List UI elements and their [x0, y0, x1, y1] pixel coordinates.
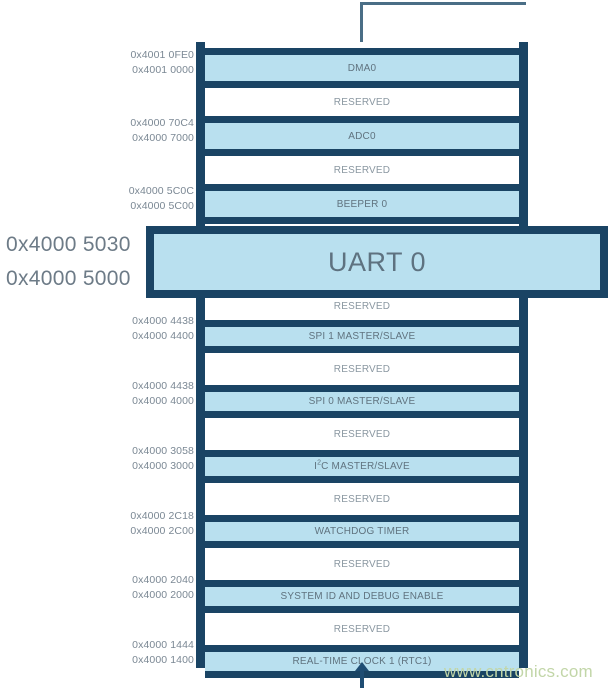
address-high: 0x4001 0FE0: [130, 49, 194, 61]
uart-callout-label: UART 0: [327, 246, 427, 277]
address-low: 0x4000 4000: [132, 395, 194, 407]
address-label-beeper0: 0x4000 5C0C 0x4000 5C00: [84, 184, 194, 214]
address-low: 0x4000 3000: [132, 460, 194, 472]
connector-horizontal-segment: [360, 2, 526, 5]
memory-row[interactable]: I2C MASTER/SLAVE: [205, 450, 519, 483]
memory-row-label: SPI 0 MASTER/SLAVE: [308, 396, 416, 407]
top-connector-line: [360, 2, 526, 44]
address-high: 0x4000 70C4: [130, 117, 194, 129]
address-label-system-id: 0x4000 2040 0x4000 2000: [84, 573, 194, 603]
memory-row[interactable]: WATCHDOG TIMER: [205, 515, 519, 548]
address-label-adc0: 0x4000 70C4 0x4000 7000: [84, 116, 194, 146]
memory-row[interactable]: RESERVED: [205, 613, 519, 645]
memory-row-label: SYSTEM ID AND DEBUG ENABLE: [280, 591, 444, 602]
address-label-rtc1: 0x4000 1444 0x4000 1400: [84, 638, 194, 668]
uart-callout-block[interactable]: UART 0: [146, 226, 608, 298]
address-label-watchdog: 0x4000 2C18 0x4000 2C00: [84, 509, 194, 539]
memory-row[interactable]: RESERVED: [205, 418, 519, 450]
site-watermark: www.cntronics.com: [444, 662, 593, 681]
address-low: 0x4000 7000: [132, 132, 194, 144]
memory-row[interactable]: ADC0: [205, 116, 519, 156]
memory-row-label: SPI 1 MASTER/SLAVE: [308, 331, 416, 342]
address-high: 0x4000 4438: [132, 315, 194, 327]
arrow-head: [355, 662, 369, 671]
memory-row-label: I2C MASTER/SLAVE: [314, 459, 410, 472]
memory-row[interactable]: RESERVED: [205, 483, 519, 515]
memory-row[interactable]: RESERVED: [205, 88, 519, 116]
address-low: 0x4000 1400: [132, 654, 194, 666]
uart-address-high: 0x4000 5030: [6, 233, 131, 256]
memory-row-label: RESERVED: [333, 558, 391, 570]
memory-row-label: RESERVED: [333, 428, 391, 440]
address-high: 0x4000 2040: [132, 574, 194, 586]
bottom-arrow-icon: [355, 662, 369, 688]
uart-address-low: 0x4000 5000: [6, 267, 131, 290]
memory-row[interactable]: RESERVED: [205, 156, 519, 184]
address-high: 0x4000 1444: [132, 639, 194, 651]
address-label-spi0: 0x4000 4438 0x4000 4000: [84, 379, 194, 409]
memory-row[interactable]: RESERVED: [205, 548, 519, 580]
memory-row-label: RESERVED: [333, 300, 391, 312]
memory-row[interactable]: BEEPER 0: [205, 184, 519, 224]
address-label-dma0: 0x4001 0FE0 0x4001 0000: [84, 48, 194, 78]
arrow-shaft: [360, 668, 364, 688]
address-high: 0x4000 4438: [132, 380, 194, 392]
address-low: 0x4000 2000: [132, 589, 194, 601]
memory-row[interactable]: SYSTEM ID AND DEBUG ENABLE: [205, 580, 519, 613]
address-high: 0x4000 2C18: [130, 510, 194, 522]
address-high: 0x4000 3058: [132, 445, 194, 457]
uart-callout-addresses: 0x4000 5030 0x4000 5000: [6, 228, 140, 296]
memory-row-label: RESERVED: [333, 493, 391, 505]
memory-row-label: BEEPER 0: [336, 198, 388, 210]
memory-row[interactable]: RESERVED: [205, 353, 519, 385]
memory-row[interactable]: DMA0: [205, 48, 519, 88]
address-low: 0x4000 5C00: [130, 200, 194, 212]
memory-row-label: RESERVED: [333, 623, 391, 635]
address-label-i2c: 0x4000 3058 0x4000 3000: [84, 444, 194, 474]
memory-row-label: DMA0: [347, 62, 377, 74]
memory-row-label: WATCHDOG TIMER: [314, 526, 410, 537]
memory-row-label: RESERVED: [333, 363, 391, 375]
address-label-spi1: 0x4000 4438 0x4000 4400: [84, 314, 194, 344]
memory-row-label: RESERVED: [333, 96, 391, 108]
memory-row[interactable]: SPI 0 MASTER/SLAVE: [205, 385, 519, 418]
memory-row[interactable]: SPI 1 MASTER/SLAVE: [205, 320, 519, 353]
memory-row-label: ADC0: [348, 130, 376, 142]
address-low: 0x4001 0000: [132, 64, 194, 76]
memory-row-label: RESERVED: [333, 164, 391, 176]
address-low: 0x4000 2C00: [130, 525, 194, 537]
connector-vertical-segment: [360, 2, 363, 44]
address-low: 0x4000 4400: [132, 330, 194, 342]
address-high: 0x4000 5C0C: [128, 185, 194, 197]
